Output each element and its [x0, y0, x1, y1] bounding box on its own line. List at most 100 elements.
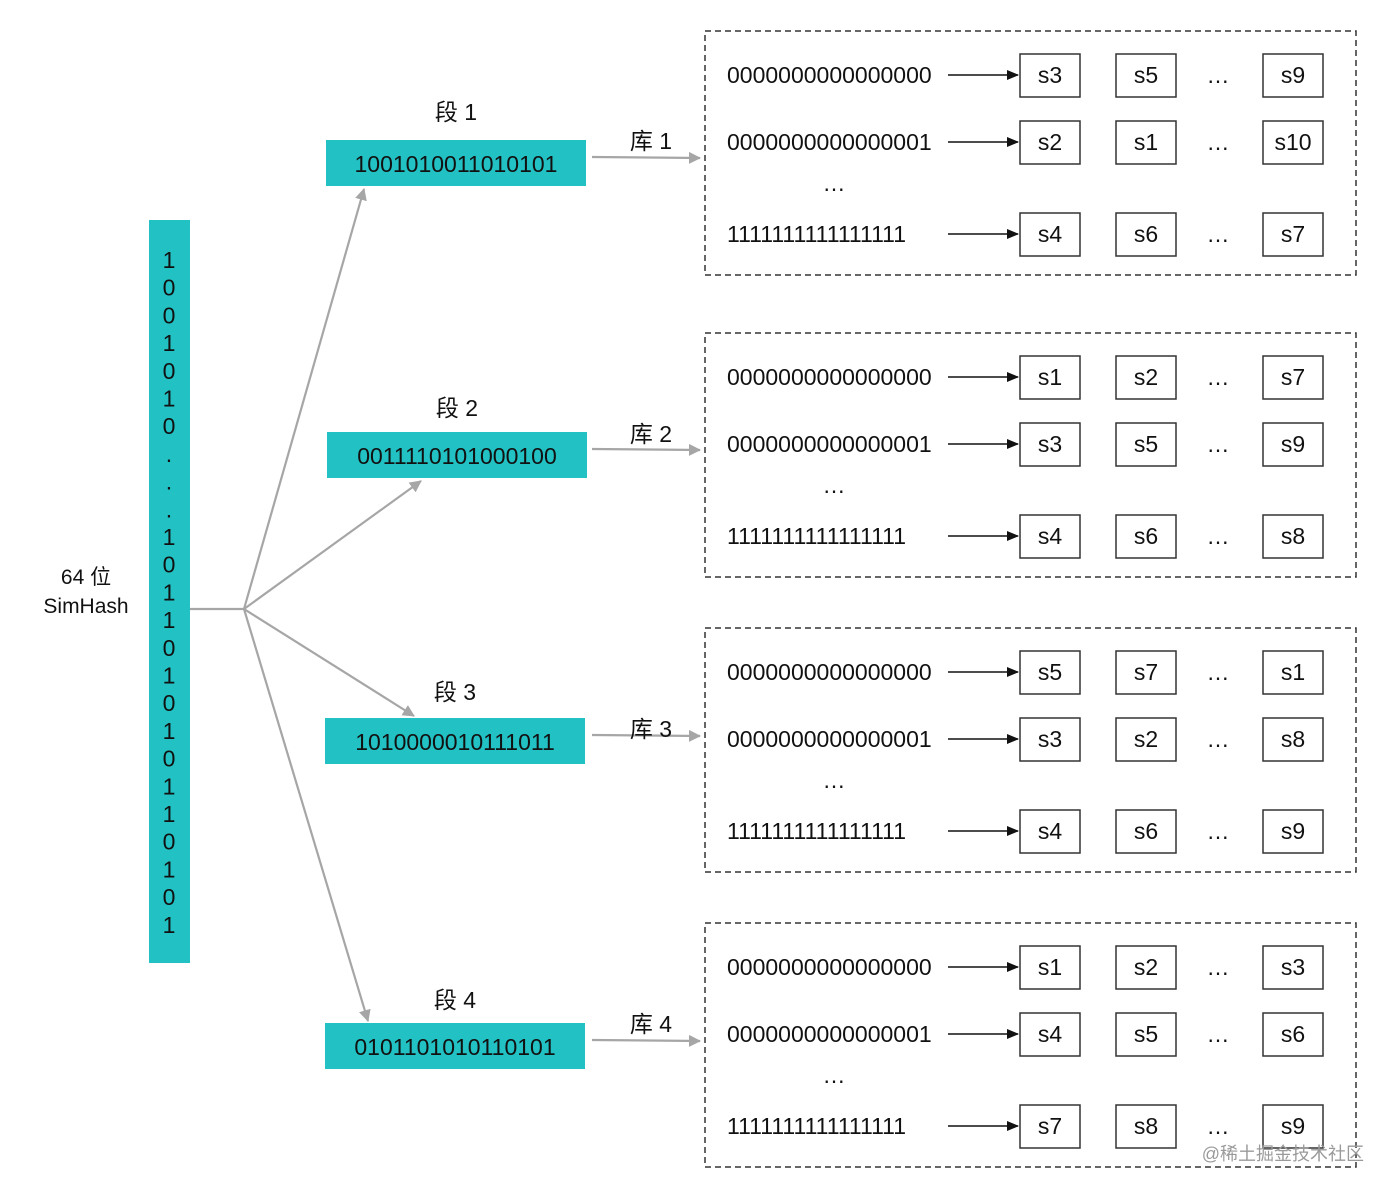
doc-cell	[1115, 1012, 1177, 1057]
doc-cell	[1019, 809, 1081, 854]
doc-cell	[1262, 945, 1324, 990]
rows-gap-ellipsis: …	[823, 1062, 846, 1088]
simhash-bit: 0	[163, 884, 176, 910]
library-frame	[704, 627, 1357, 873]
segment-title: 段 3	[434, 679, 476, 705]
row-ellipsis: …	[1207, 364, 1230, 390]
row-ellipsis: …	[1207, 1113, 1230, 1139]
doc-cell-label: s8	[1281, 523, 1305, 549]
segment-bits-box	[325, 718, 585, 764]
simhash-bit: 0	[163, 552, 176, 578]
doc-cell	[1019, 120, 1081, 165]
doc-cell	[1262, 514, 1324, 559]
simhash-bit: .	[166, 441, 172, 467]
simhash-label-line1: 64 位	[61, 566, 111, 589]
doc-cell-label: s1	[1281, 659, 1305, 685]
simhash-bit: 1	[163, 386, 176, 412]
doc-cell-label: s6	[1134, 221, 1158, 247]
doc-cell	[1262, 717, 1324, 762]
library-arrow	[591, 443, 701, 456]
doc-cell	[1262, 1012, 1324, 1057]
doc-cell	[1019, 422, 1081, 467]
simhash-bit: .	[166, 469, 172, 495]
segment-bits: 1010000010111011	[355, 729, 555, 755]
row-ellipsis: …	[1207, 523, 1230, 549]
doc-cell-label: s2	[1038, 129, 1062, 155]
doc-cell	[1019, 212, 1081, 257]
simhash-bit: 1	[163, 524, 176, 550]
simhash-bit: 0	[163, 690, 176, 716]
doc-cell-label: s7	[1038, 1113, 1062, 1139]
rows-gap-ellipsis: …	[823, 170, 846, 196]
row-key: 0000000000000000	[727, 364, 932, 390]
doc-cell	[1019, 514, 1081, 559]
doc-cell-label: s7	[1134, 659, 1158, 685]
doc-cell	[1115, 120, 1177, 165]
doc-cell	[1019, 1012, 1081, 1057]
doc-cell	[1115, 212, 1177, 257]
library-label: 库 2	[630, 421, 672, 447]
doc-cell-label: s5	[1134, 431, 1158, 457]
doc-cell	[1262, 355, 1324, 400]
simhash-bit: 1	[163, 579, 176, 605]
row-key: 1111111111111111	[727, 818, 906, 844]
doc-cell-label: s9	[1281, 431, 1305, 457]
simhash-bit: 1	[163, 856, 176, 882]
doc-cell-label: s6	[1281, 1021, 1305, 1047]
doc-cell-label: s5	[1134, 62, 1158, 88]
simhash-label-line2: SimHash	[43, 595, 128, 618]
library-frame	[704, 30, 1357, 276]
simhash-bit: 0	[163, 275, 176, 301]
row-ellipsis: …	[1207, 659, 1230, 685]
row-ellipsis: …	[1207, 62, 1230, 88]
row-ellipsis: …	[1207, 726, 1230, 752]
doc-cell-label: s3	[1038, 431, 1062, 457]
row-key: 0000000000000001	[727, 431, 932, 457]
doc-cell	[1262, 650, 1324, 695]
doc-cell	[1262, 212, 1324, 257]
segment-bits: 0011110101000100	[357, 443, 557, 469]
simhash-bit: 1	[163, 912, 176, 938]
doc-cell-label: s4	[1038, 818, 1063, 844]
row-key: 0000000000000001	[727, 726, 932, 752]
row-key: 1111111111111111	[727, 523, 906, 549]
doc-cell	[1262, 1104, 1324, 1149]
simhash-bit: .	[166, 496, 172, 522]
segment-bits: 1001010011010101	[355, 151, 558, 177]
doc-cell	[1115, 650, 1177, 695]
doc-cell-label: s6	[1134, 818, 1158, 844]
row-ellipsis: …	[1207, 221, 1230, 247]
simhash-bit: 0	[163, 413, 176, 439]
simhash-bits: 1001010...101101010110101	[163, 247, 176, 938]
branch-arrow-1	[242, 188, 367, 610]
simhash-bit: 1	[163, 718, 176, 744]
doc-cell-label: s1	[1038, 954, 1062, 980]
doc-cell	[1115, 53, 1177, 98]
doc-cell-label: s9	[1281, 62, 1305, 88]
simhash-bit: 0	[163, 358, 176, 384]
library-label: 库 3	[630, 716, 672, 742]
simhash-bit: 0	[163, 302, 176, 328]
doc-cell-label: s5	[1134, 1021, 1158, 1047]
doc-cell-label: s3	[1038, 62, 1062, 88]
simhash-bit: 1	[163, 607, 176, 633]
row-ellipsis: …	[1207, 129, 1230, 155]
simhash-bit: 0	[163, 829, 176, 855]
segment-bits-box	[326, 140, 586, 186]
doc-cell-label: s2	[1134, 954, 1158, 980]
simhash-bit: 1	[163, 330, 176, 356]
doc-cell-label: s4	[1038, 523, 1063, 549]
branch-arrows	[190, 188, 422, 1022]
library-arrow	[591, 151, 701, 164]
